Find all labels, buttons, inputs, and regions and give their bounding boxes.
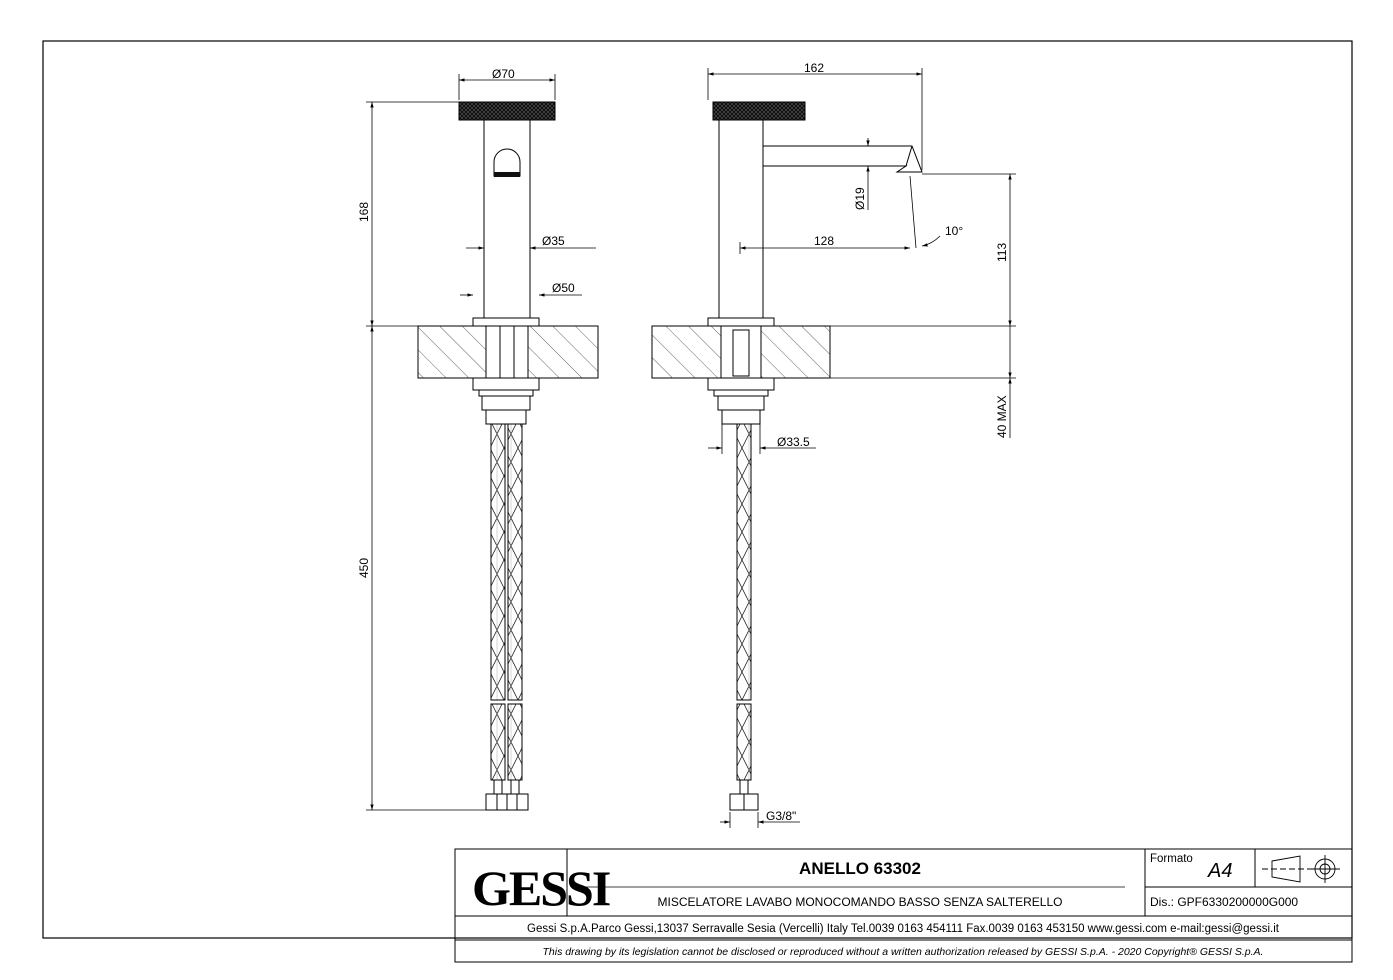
format-label: Formato [1150, 853, 1193, 865]
dim-thread: G3/8" [766, 809, 796, 823]
dimension-labels: Ø70 168 Ø35 Ø50 450 162 Ø19 128 10° 113 … [357, 61, 1009, 823]
dim-spout-angle: 10° [945, 224, 963, 238]
side-hose [736, 423, 752, 701]
dim-height-total: 168 [357, 202, 371, 222]
title-block [454, 848, 1353, 963]
dim-shank-diameter: Ø33.5 [777, 435, 810, 449]
drawing-number: Dis.: GPF6330200000G000 [1150, 895, 1298, 909]
company-info: Gessi S.p.A.Parco Gessi,13037 Serravalle… [527, 923, 1280, 935]
front-dimensions [366, 74, 596, 811]
dim-base-diameter: Ø50 [552, 281, 575, 295]
side-fixing-nut [717, 395, 765, 411]
side-handle-knurl [712, 101, 806, 121]
side-dimensions [707, 68, 1016, 828]
front-base-flange [472, 317, 540, 327]
dim-hose-length: 450 [357, 558, 371, 578]
side-view [651, 101, 923, 811]
front-fixing-washer [472, 377, 540, 391]
product-name: ANELLO 63302 [799, 859, 921, 878]
side-spout [762, 145, 923, 173]
dim-spout-reach: 128 [814, 234, 834, 248]
front-hose-right [507, 423, 523, 701]
front-spout-opening [493, 148, 521, 177]
dim-top-diameter: Ø70 [492, 67, 515, 81]
dim-spout-diameter: Ø19 [853, 187, 867, 210]
sheet-border [42, 40, 1353, 939]
projection-symbol-icon [1262, 855, 1340, 883]
side-body [718, 119, 764, 319]
legal-notice: This drawing by its legislation cannot b… [543, 946, 1264, 958]
side-fixing-washer [707, 377, 775, 391]
front-hose-left [490, 423, 506, 701]
front-view [417, 101, 599, 811]
front-fixing-nut [481, 395, 531, 411]
dim-width-total: 162 [804, 61, 824, 75]
company-logo: GESSI [472, 860, 610, 916]
dim-body-diameter: Ø35 [542, 234, 565, 248]
side-base-flange [707, 317, 775, 327]
front-handle-knurl [458, 101, 556, 121]
format-value: A4 [1207, 860, 1232, 882]
product-description: MISCELATORE LAVABO MONOCOMANDO BASSO SEN… [658, 895, 1063, 909]
dim-max-thickness: 40 MAX [995, 395, 1009, 438]
dim-spout-height: 113 [995, 243, 1009, 262]
